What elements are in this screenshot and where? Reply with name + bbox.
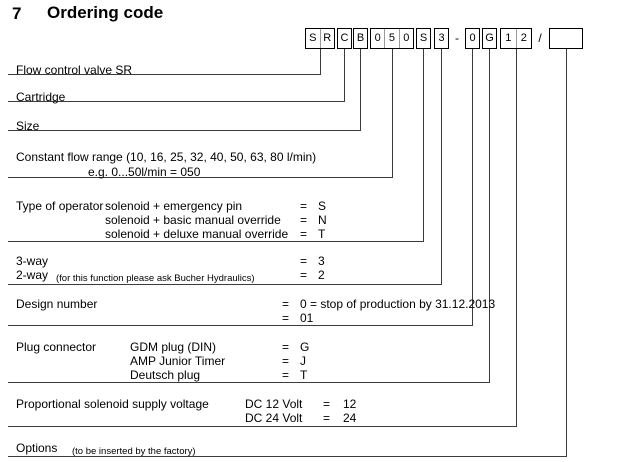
plug-option-eq: = — [282, 354, 290, 368]
plug-option-text: Deutsch plug — [130, 368, 201, 382]
design-option-eq: = — [282, 311, 290, 325]
way-option-value: 2 — [318, 268, 325, 282]
code-cell: S — [309, 32, 317, 44]
row-sublabel-constant-flow-range: e.g. 0...50l/min = 050 — [88, 165, 201, 179]
leader-line-way — [441, 49, 442, 284]
operator-option-value: N — [318, 213, 327, 227]
way-option-text: 2-way — [16, 268, 49, 282]
plug-option-text: GDM plug (DIN) — [130, 340, 217, 354]
leader-line-supply-voltage-h — [8, 426, 517, 427]
leader-line-way-h — [8, 284, 442, 285]
row-label-plug-connector: Plug connector — [16, 340, 97, 354]
plug-option-eq: = — [282, 340, 290, 354]
design-option-value: 01 — [300, 311, 314, 325]
voltage-option-eq: = — [323, 397, 331, 411]
page-title: Ordering code — [47, 3, 164, 22]
voltage-option-text: DC 24 Volt — [245, 411, 303, 425]
row-label-type-of-operator: Type of operator — [16, 199, 104, 213]
code-box-flow-range[interactable]: 0 5 0 — [370, 28, 414, 49]
leader-line-options — [566, 49, 567, 456]
code-box-operator-type[interactable]: S — [416, 28, 431, 49]
leader-line-plug-connector — [489, 49, 490, 382]
operator-option-text: solenoid + emergency pin — [105, 199, 243, 213]
code-cell: 3 — [438, 32, 445, 44]
leader-line-supply-voltage — [516, 49, 517, 426]
operator-option-text: solenoid + basic manual override — [105, 213, 281, 227]
code-cell: 0 — [398, 29, 413, 48]
design-option-value: 0 = stop of production by 31.12.2013 — [300, 297, 496, 311]
code-box-size[interactable]: B — [353, 28, 368, 49]
row-label-options: Options — [16, 441, 58, 455]
plug-option-value: T — [300, 368, 308, 382]
leader-line-cartridge-h — [8, 101, 345, 102]
code-cell: 0 — [374, 32, 381, 44]
way-option-text: 3-way — [16, 254, 49, 268]
leader-line-operator-type — [423, 49, 424, 241]
leader-line-design-number-h — [8, 325, 473, 326]
operator-option-value: S — [318, 199, 327, 213]
leader-line-operator-type-h — [8, 241, 424, 242]
operator-option-value: T — [318, 227, 326, 241]
code-cell: 1 — [505, 32, 512, 44]
code-cell: C — [340, 32, 349, 44]
leader-line-cartridge — [344, 49, 345, 101]
code-box-cartridge[interactable]: C — [337, 28, 352, 49]
operator-option-eq: = — [300, 227, 308, 241]
leader-line-flow-control-valve — [320, 49, 321, 74]
row-label-cartridge: Cartridge — [16, 90, 66, 104]
code-cell: 2 — [515, 29, 532, 48]
plug-option-eq: = — [282, 368, 290, 382]
plug-option-value: G — [300, 340, 310, 354]
code-box-design-number[interactable]: 0 — [465, 28, 480, 49]
code-cell: 0 — [469, 32, 476, 44]
row-note-options: (to be inserted by the factory) — [72, 446, 196, 457]
code-cell: 5 — [384, 29, 398, 48]
way-option-eq: = — [300, 268, 308, 282]
way-option-note: (for this function please ask Bucher Hyd… — [56, 273, 255, 284]
operator-option-eq: = — [300, 213, 308, 227]
voltage-option-value: 12 — [343, 397, 357, 411]
code-box-options[interactable] — [549, 28, 583, 49]
code-cell: B — [356, 32, 365, 44]
way-option-eq: = — [300, 254, 308, 268]
operator-option-text: solenoid + deluxe manual override — [105, 227, 289, 241]
row-label-size: Size — [16, 119, 40, 133]
design-option-eq: = — [282, 297, 290, 311]
section-number: 7 — [12, 4, 22, 23]
code-box-plug-connector[interactable]: G — [482, 28, 497, 49]
voltage-option-value: 24 — [343, 411, 357, 425]
voltage-option-text: DC 12 Volt — [245, 397, 303, 411]
way-option-value: 3 — [318, 254, 325, 268]
code-cell: S — [419, 32, 428, 44]
code-box-way[interactable]: 3 — [434, 28, 449, 49]
leader-line-size — [360, 49, 361, 130]
leader-line-flow-control-valve-h — [8, 74, 321, 75]
code-box-supply-voltage[interactable]: 1 2 — [500, 28, 532, 49]
code-cell: G — [485, 32, 494, 44]
code-slash-separator: / — [538, 31, 542, 45]
leader-line-design-number — [472, 49, 473, 325]
operator-option-eq: = — [300, 199, 308, 213]
voltage-option-eq: = — [323, 411, 331, 425]
leader-line-flow-range — [392, 49, 393, 177]
leader-line-size-h — [8, 130, 361, 131]
code-dash-separator: - — [455, 31, 459, 45]
row-label-constant-flow-range: Constant flow range (10, 16, 25, 32, 40,… — [16, 150, 317, 164]
plug-option-value: J — [300, 354, 306, 368]
code-box-type-sr[interactable]: S R — [305, 28, 335, 49]
leader-line-plug-connector-h — [8, 382, 490, 383]
row-label-supply-voltage: Proportional solenoid supply voltage — [16, 397, 209, 411]
leader-line-flow-range-h — [8, 177, 393, 178]
plug-option-text: AMP Junior Timer — [130, 354, 226, 368]
row-label-flow-control-valve: Flow control valve SR — [16, 63, 133, 77]
row-label-design-number: Design number — [16, 297, 98, 311]
leader-line-options-h — [8, 456, 567, 457]
code-cell: R — [319, 29, 335, 48]
